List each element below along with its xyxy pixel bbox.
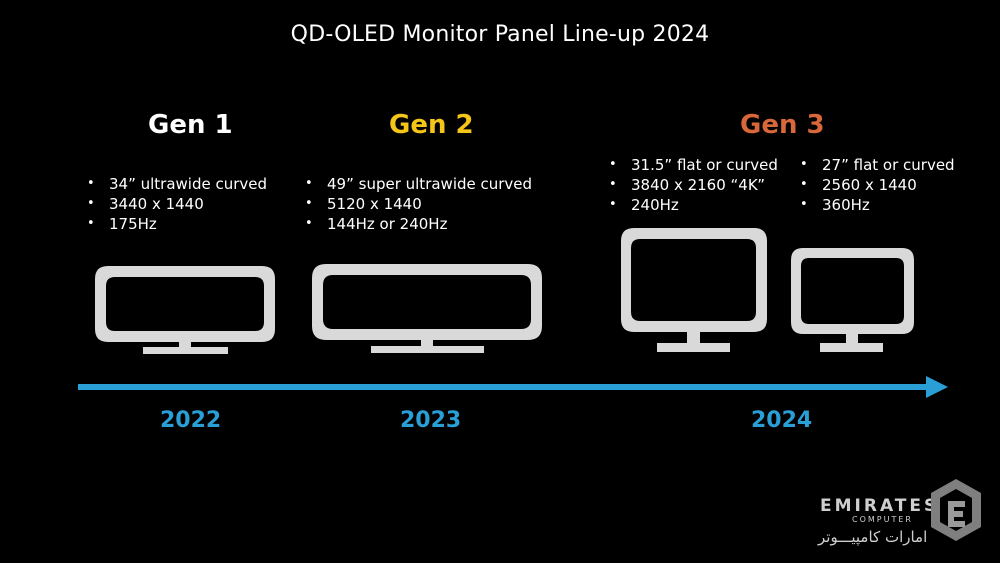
- spec-item: 31.5” flat or curved: [606, 155, 778, 175]
- year-2024: 2024: [751, 408, 813, 433]
- gen1-specs: 34” ultrawide curved 3440 x 1440 175Hz: [84, 174, 267, 234]
- spec-item: 27” flat or curved: [797, 155, 955, 175]
- monitor-32in-icon: [621, 228, 767, 352]
- spec-item: 3440 x 1440: [84, 194, 267, 214]
- logo-subtitle: COMPUTER: [852, 515, 913, 524]
- spec-item: 49” super ultrawide curved: [302, 174, 532, 194]
- year-2023: 2023: [400, 408, 462, 433]
- spec-item: 144Hz or 240Hz: [302, 214, 532, 234]
- super-ultrawide-monitor-icon: [312, 264, 542, 353]
- ultrawide-monitor-icon: [95, 266, 275, 354]
- spec-item: 5120 x 1440: [302, 194, 532, 214]
- monitor-27in-icon: [791, 248, 914, 352]
- spec-item: 360Hz: [797, 195, 955, 215]
- spec-item: 175Hz: [84, 214, 267, 234]
- logo-arabic-text: امارات کامپیـــوتر: [818, 528, 928, 546]
- emirates-computer-logo-icon: [931, 479, 981, 541]
- logo-wordmark: EMIRATES: [820, 496, 940, 516]
- gen3-specs-32in: 31.5” flat or curved 3840 x 2160 “4K” 24…: [606, 155, 778, 215]
- gen3-title: Gen 3: [740, 110, 825, 140]
- gen2-title: Gen 2: [389, 110, 474, 140]
- spec-item: 34” ultrawide curved: [84, 174, 267, 194]
- spec-item: 240Hz: [606, 195, 778, 215]
- spec-item: 3840 x 2160 “4K”: [606, 175, 778, 195]
- timeline-arrow: [78, 376, 948, 398]
- page-title: QD-OLED Monitor Panel Line-up 2024: [290, 22, 710, 47]
- gen2-specs: 49” super ultrawide curved 5120 x 1440 1…: [302, 174, 532, 234]
- spec-item: 2560 x 1440: [797, 175, 955, 195]
- gen1-title: Gen 1: [148, 110, 233, 140]
- year-2022: 2022: [160, 408, 222, 433]
- gen3-specs-27in: 27” flat or curved 2560 x 1440 360Hz: [797, 155, 955, 215]
